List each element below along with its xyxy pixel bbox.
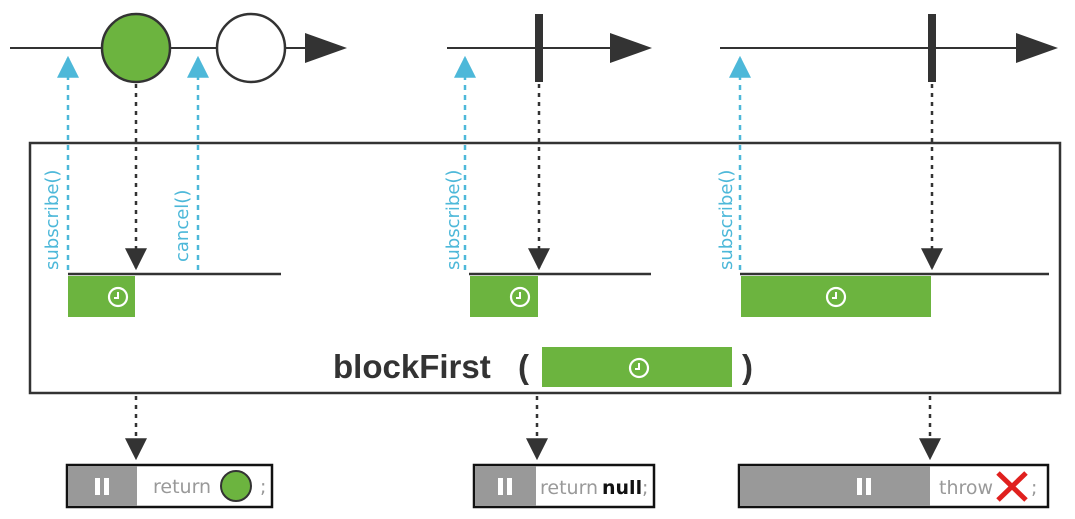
operator-box	[28, 141, 1062, 395]
blocked-region	[68, 466, 137, 506]
timeout-duration-bar	[542, 347, 732, 387]
subscribe-label: subscribe()	[716, 170, 737, 270]
pause-icon	[857, 478, 871, 495]
close-paren: )	[742, 348, 753, 385]
blocked-region	[740, 466, 930, 506]
blocking-duration-bar	[470, 276, 538, 317]
result-return-value: return ;	[65, 463, 274, 509]
result-return-null: return null ;	[472, 463, 656, 509]
blocked-region	[475, 466, 536, 506]
red-x-icon	[996, 471, 1028, 502]
open-paren: (	[518, 348, 529, 385]
onnext-green-circle-icon	[100, 12, 172, 84]
blocking-duration-bar	[68, 276, 135, 317]
return-keyword: return	[153, 476, 211, 498]
cancel-label: cancel()	[172, 190, 193, 262]
green-circle-icon	[220, 470, 252, 502]
subscribe-label: subscribe()	[42, 170, 63, 270]
result-throw-error: throw ;	[737, 463, 1050, 509]
semicolon: ;	[1031, 477, 1037, 499]
pause-icon	[498, 478, 512, 495]
subscribe-label: subscribe()	[443, 170, 464, 270]
throw-keyword: throw	[939, 477, 993, 499]
null-value: null	[602, 477, 642, 499]
pause-icon	[95, 478, 109, 495]
return-keyword: return	[540, 477, 598, 499]
source-timeline-empty	[447, 14, 652, 82]
timeline-arrowhead-icon	[610, 33, 652, 63]
timeline-arrowhead-icon	[305, 33, 347, 63]
semicolon: ;	[642, 477, 648, 499]
source-timeline-error	[720, 14, 1058, 82]
semicolon: ;	[260, 476, 266, 498]
ignored-white-circle-icon	[215, 12, 287, 84]
source-timeline-value	[10, 12, 347, 84]
operator-name: blockFirst	[333, 348, 491, 385]
timeline-arrowhead-icon	[1016, 33, 1058, 63]
